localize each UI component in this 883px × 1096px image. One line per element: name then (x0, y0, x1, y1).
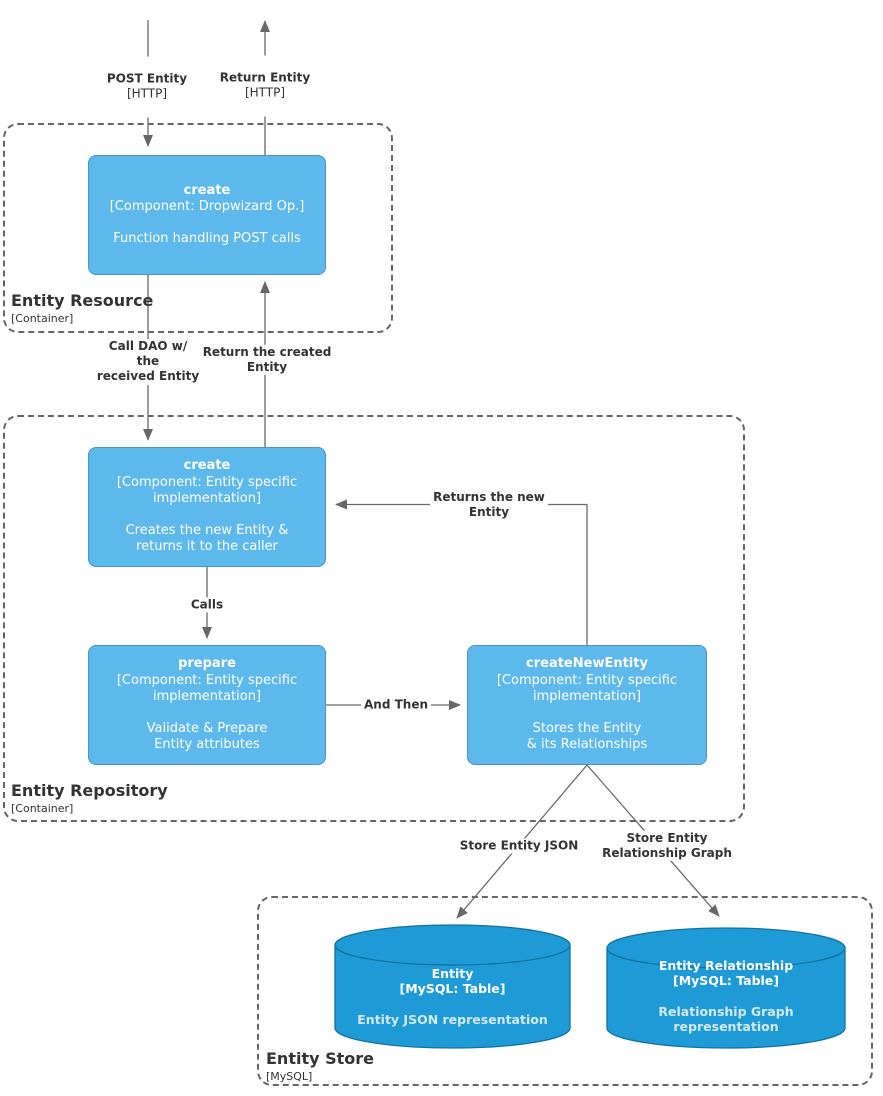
entity-store-title: Entity Store (266, 1049, 375, 1068)
entity-resource-subtitle: [Container] (11, 312, 74, 325)
return-entity-label: Return Entity [HTTP] (216, 55, 314, 117)
node-prepare: prepare [Component: Entity specific impl… (88, 645, 326, 765)
entity-resource-container (3, 123, 393, 333)
entity-table-description: Entity JSON representation (357, 1011, 548, 1027)
post-entity-label-text: POST Entity (106, 71, 188, 86)
post-entity-label: POST Entity [HTTP] (103, 56, 191, 118)
node-prepare-title: prepare (178, 656, 236, 672)
entity-relationship-table-cylinder (606, 927, 846, 1049)
node-create-new-entity-title: createNewEntity (526, 656, 648, 672)
node-repository-create-title: create (183, 458, 231, 474)
node-resource-create: create [Component: Dropwizard Op.] Funct… (88, 155, 326, 275)
and-then-label: And Then (360, 697, 432, 713)
node-resource-create-component: [Component: Dropwizard Op.] (109, 198, 305, 214)
post-entity-sublabel: [HTTP] (126, 87, 168, 101)
returns-new-entity-arrow (335, 499, 588, 645)
entity-repository-subtitle: [Container] (11, 802, 74, 815)
returns-new-entity-label: Returns the new Entity (430, 489, 548, 521)
entity-resource-title: Entity Resource (11, 291, 154, 310)
node-create-new-entity: createNewEntity [Component: Entity speci… (467, 645, 707, 765)
entity-table-cylinder (334, 924, 571, 1049)
entity-relationship-table-title: Entity Relationship (658, 958, 794, 973)
node-repository-create-description: Creates the new Entity & returns it to t… (125, 523, 289, 555)
node-repository-create-component: [Component: Entity specific implementati… (116, 474, 298, 506)
node-prepare-component: [Component: Entity specific implementati… (116, 672, 298, 704)
call-dao-label: Call DAO w/ the received Entity (93, 339, 203, 385)
store-entity-graph-label: Store Entity Relationship Graph (599, 830, 735, 862)
entity-relationship-table-text: Entity Relationship [MySQL: Table] Relat… (607, 958, 845, 1034)
node-repository-create: create [Component: Entity specific imple… (88, 447, 326, 567)
node-create-new-entity-description: Stores the Entity & its Relationships (526, 721, 648, 753)
node-resource-create-title: create (183, 182, 231, 198)
entity-table-text: Entity [MySQL: Table] Entity JSON repres… (335, 966, 570, 1027)
entity-store-container (257, 896, 873, 1086)
entity-relationship-table-description: Relationship Graph representation (658, 1003, 794, 1034)
entity-table-component: [MySQL: Table] (399, 981, 506, 997)
store-entity-json-label: Store Entity JSON (456, 838, 582, 854)
return-entity-label-text: Return Entity (219, 70, 311, 85)
return-entity-sublabel: [HTTP] (244, 86, 286, 100)
entity-repository-container (3, 415, 745, 822)
entity-repository-title: Entity Repository (11, 781, 168, 800)
node-create-new-entity-component: [Component: Entity specific implementati… (496, 672, 678, 704)
entity-store-subtitle: [MySQL] (266, 1070, 313, 1083)
calls-label: Calls (187, 597, 227, 613)
node-resource-create-description: Function handling POST calls (113, 231, 301, 247)
entity-relationship-table-component: [MySQL: Table] (672, 973, 780, 989)
node-prepare-description: Validate & Prepare Entity attributes (146, 721, 268, 753)
entity-table-title: Entity (431, 966, 474, 981)
return-created-label: Return the created Entity (199, 344, 335, 376)
